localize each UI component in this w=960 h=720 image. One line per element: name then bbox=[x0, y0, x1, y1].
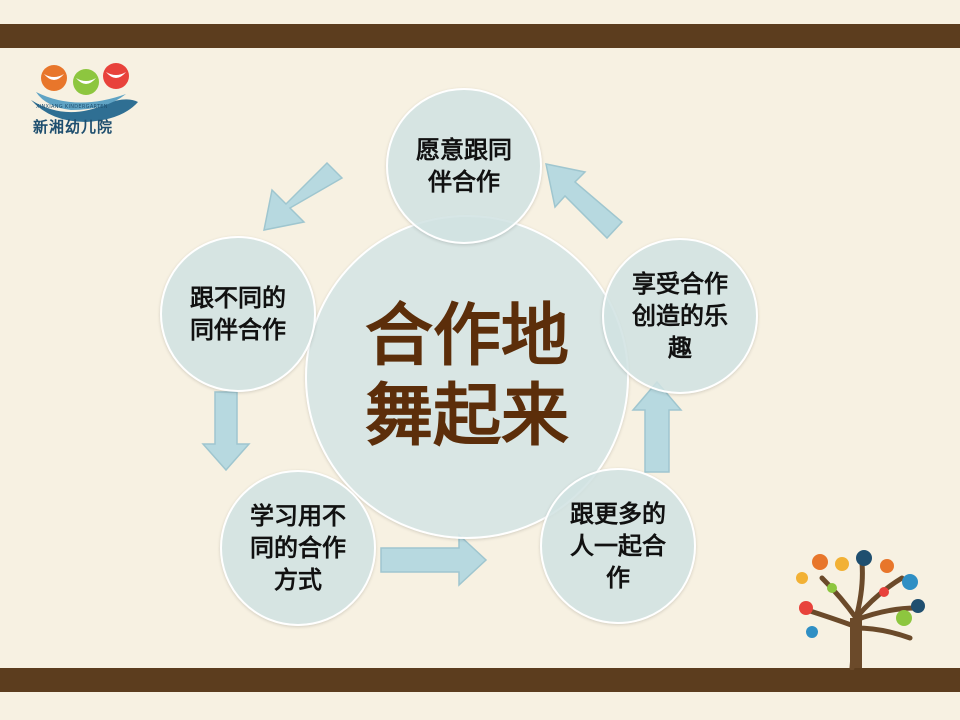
logo-name: 新湘幼儿院 bbox=[33, 118, 114, 136]
kindergarten-logo bbox=[31, 63, 138, 122]
arrow-left-to-bottom-left bbox=[201, 391, 251, 472]
center-title: 合作地 舞起来 bbox=[337, 297, 597, 457]
node-bottom-right: 跟更多的人一起合作 bbox=[540, 468, 696, 624]
node-bottom-left-label: 学习用不同的合作方式 bbox=[250, 502, 346, 594]
arrow-bottom-left-to-bottom-right bbox=[380, 533, 488, 587]
node-right-label: 享受合作创造的乐趣 bbox=[632, 270, 728, 362]
node-top-label: 愿意跟同伴合作 bbox=[416, 136, 512, 196]
node-bottom-left: 学习用不同的合作方式 bbox=[220, 470, 376, 626]
node-bottom-right-label: 跟更多的人一起合作 bbox=[570, 500, 666, 592]
center-title-line2: 舞起来 bbox=[364, 377, 569, 456]
footer-bar bbox=[0, 668, 960, 692]
node-top: 愿意跟同伴合作 bbox=[386, 88, 542, 244]
arrow-right-to-top bbox=[545, 163, 624, 240]
header-bar bbox=[0, 24, 960, 48]
node-right: 享受合作创造的乐趣 bbox=[602, 238, 758, 394]
logo-subtitle: XINXIANG KINDERGARTEN bbox=[36, 104, 108, 110]
arrow-top-to-left bbox=[263, 161, 344, 231]
node-left-label: 跟不同的同伴合作 bbox=[190, 284, 286, 344]
node-left: 跟不同的同伴合作 bbox=[160, 236, 316, 392]
arrow-bottom-right-to-right bbox=[631, 380, 683, 473]
decorative-tree bbox=[796, 550, 925, 670]
center-title-line1: 合作地 bbox=[364, 297, 569, 376]
